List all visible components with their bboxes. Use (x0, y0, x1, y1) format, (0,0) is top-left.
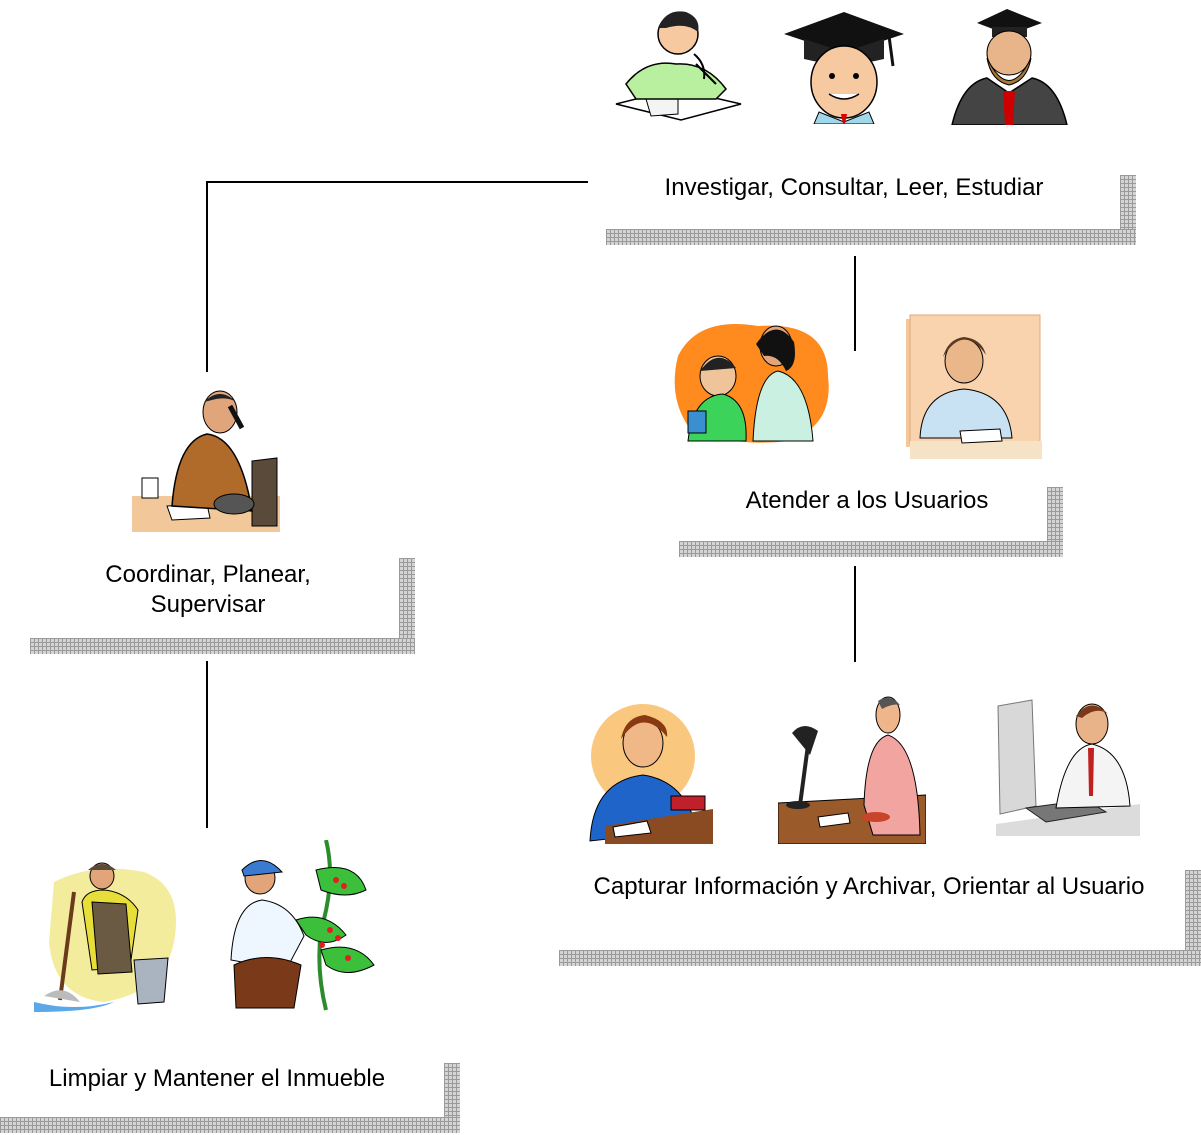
professor-icon (951, 9, 1068, 125)
teacher-with-child-icon (674, 324, 829, 443)
connector-coord-to-limpiar (206, 661, 208, 828)
coord-node-shadow-right (399, 558, 415, 654)
capturar-node-shadow-right (1185, 870, 1201, 966)
capturar-node-shadow-bottom (559, 950, 1201, 966)
atender-node-label: Atender a los Usuarios (745, 487, 989, 514)
top-node-shadow-right (1120, 175, 1136, 245)
connector-atender-to-capturar (854, 566, 856, 662)
capturar-node-label: Capturar Información y Archivar, Orienta… (593, 873, 1145, 900)
man-at-lamp-desk-icon (778, 696, 926, 844)
connector-top-horizontal (206, 181, 588, 183)
man-at-computer-icon (996, 699, 1140, 836)
top-node-label: Investigar, Consultar, Leer, Estudiar (664, 174, 1044, 201)
limpiar-node-shadow-right (444, 1063, 460, 1133)
top-node-shadow-bottom (606, 229, 1136, 245)
connector-left-vertical (206, 181, 208, 372)
woman-thinking-icon (589, 704, 713, 844)
coord-node-label: Coordinar, Planear, Supervisar (105, 561, 311, 618)
coord-node-shadow-bottom (30, 638, 415, 654)
connector-top-to-atender (854, 256, 856, 351)
graduate-icon (784, 12, 904, 124)
gardener-icon (230, 840, 375, 1011)
student-reading-icon (615, 11, 742, 121)
woman-at-desk-icon (906, 314, 1042, 459)
atender-node-shadow-right (1047, 487, 1063, 557)
janitor-mopping-icon (34, 862, 176, 1012)
atender-node-shadow-bottom (679, 541, 1063, 557)
limpiar-node-shadow-bottom (0, 1117, 460, 1133)
limpiar-node-label: Limpiar y Mantener el Inmueble (48, 1065, 386, 1092)
man-on-phone-icon (132, 390, 280, 532)
